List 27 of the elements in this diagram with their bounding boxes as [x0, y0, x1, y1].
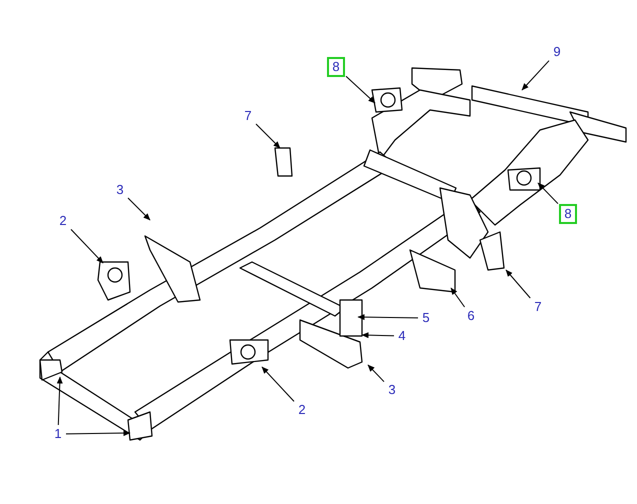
callout-number: 9	[550, 44, 564, 60]
callout-number: 8	[559, 204, 577, 224]
leader-line	[358, 314, 418, 320]
callout-number: 7	[531, 299, 545, 315]
callout-number: 8	[327, 57, 345, 77]
leader-line	[362, 332, 394, 338]
callout-number: 2	[295, 402, 309, 418]
leader-line	[538, 182, 558, 204]
leader-line	[368, 364, 384, 382]
callout-number: 3	[385, 382, 399, 398]
callout-number: 7	[241, 108, 255, 124]
callout-number: 1	[51, 426, 65, 442]
leader-line	[70, 228, 104, 264]
callout-number: 3	[113, 182, 127, 198]
callout-number: 2	[56, 213, 70, 229]
callout-number: 4	[395, 328, 409, 344]
leader-line	[262, 366, 294, 402]
callout-number: 6	[464, 308, 478, 324]
leader-line	[128, 198, 150, 220]
leader-line	[450, 288, 466, 308]
leader-line	[522, 60, 550, 90]
leader-line	[56, 376, 63, 426]
leader-line	[346, 76, 376, 104]
leader-line	[256, 124, 280, 148]
callout-number: 5	[419, 310, 433, 326]
leader-line	[506, 270, 531, 298]
leader-line	[66, 430, 130, 436]
